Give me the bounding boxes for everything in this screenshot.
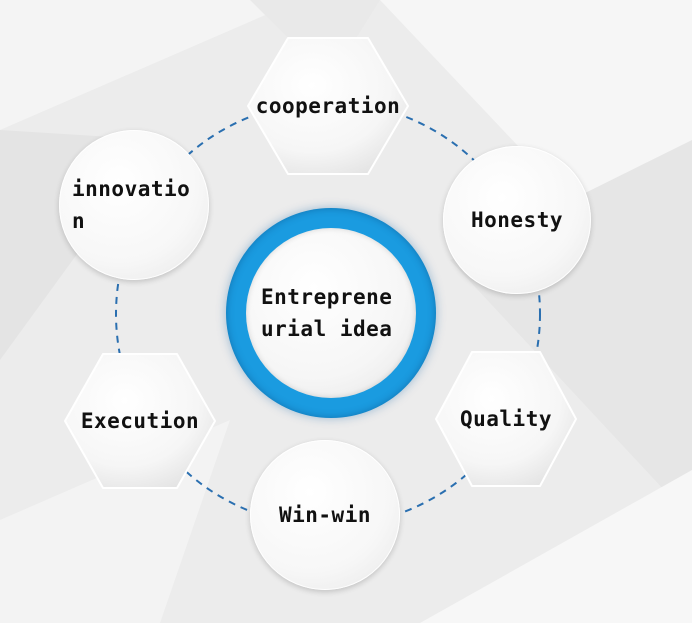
node-label: Honesty: [470, 208, 563, 232]
node-label: Execution: [80, 409, 200, 433]
node-cooperation[interactable]: cooperation: [244, 34, 412, 178]
node-label: innovation: [72, 177, 191, 233]
hexagon-shape: [64, 353, 216, 489]
center-label: Entrepreneurial idea: [261, 285, 393, 341]
node-execution[interactable]: Execution: [61, 350, 219, 492]
center-node[interactable]: Entrepreneurial idea: [246, 228, 416, 398]
node-label: cooperation: [255, 94, 401, 118]
node-quality[interactable]: Quality: [432, 348, 580, 490]
node-win-win[interactable]: Win-win: [250, 440, 400, 590]
hexagon-shape: [247, 37, 409, 175]
node-label: Win-win: [278, 503, 371, 527]
node-honesty[interactable]: Honesty: [443, 146, 591, 294]
node-label: Quality: [459, 407, 552, 431]
node-innovation[interactable]: innovation: [59, 130, 209, 280]
hexagon-shape: [435, 351, 577, 487]
